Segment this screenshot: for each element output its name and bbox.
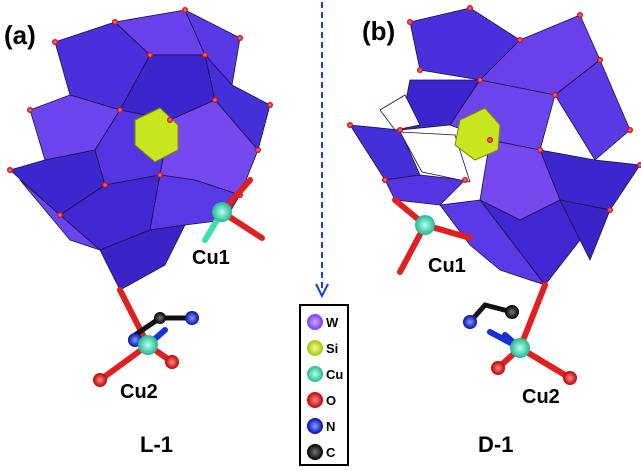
copper2-site-a	[93, 287, 199, 387]
copper2-site-b	[463, 282, 577, 385]
polyhedra-b	[349, 7, 641, 286]
panel-tag-b: (b)	[362, 16, 395, 46]
isomer-label-a: L-1	[140, 432, 173, 457]
copper1-atom-b	[415, 215, 435, 235]
legend-swatch-c	[307, 444, 323, 460]
legend-label-o: O	[326, 393, 336, 408]
silicon-core-b	[454, 107, 501, 161]
legend-swatch-w	[307, 314, 323, 330]
copper1-label-b: Cu1	[428, 255, 466, 277]
legend-swatch-cu	[307, 366, 323, 382]
oxygen-vertices-b	[347, 5, 641, 288]
polyhedra-a	[9, 9, 271, 291]
legend-label-n: N	[326, 419, 335, 434]
legend-swatch-n	[307, 418, 323, 434]
copper1-site-a	[202, 177, 265, 243]
copper1-label-a: Cu1	[192, 247, 230, 269]
legend-swatch-si	[307, 340, 323, 356]
legend-swatch-o	[307, 392, 323, 408]
silicon-core-a	[134, 107, 179, 163]
copper1-atom-a	[212, 202, 232, 222]
panel-tag-a: (a)	[4, 20, 36, 50]
copper2-atom-b	[510, 338, 530, 358]
isomer-label-b: D-1	[478, 432, 513, 457]
legend-label-c: C	[326, 445, 336, 460]
cluster-a	[7, 7, 273, 387]
legend-label-si: Si	[326, 341, 338, 356]
copper2-label-b: Cu2	[522, 386, 560, 408]
copper2-atom-a	[138, 335, 158, 355]
mirror-arrow	[315, 2, 329, 299]
legend-label-cu: Cu	[326, 367, 343, 382]
cluster-b	[347, 5, 641, 385]
legend-label-w: W	[326, 315, 339, 330]
copper2-label-a: Cu2	[120, 381, 158, 403]
copper1-site-b	[392, 197, 473, 275]
